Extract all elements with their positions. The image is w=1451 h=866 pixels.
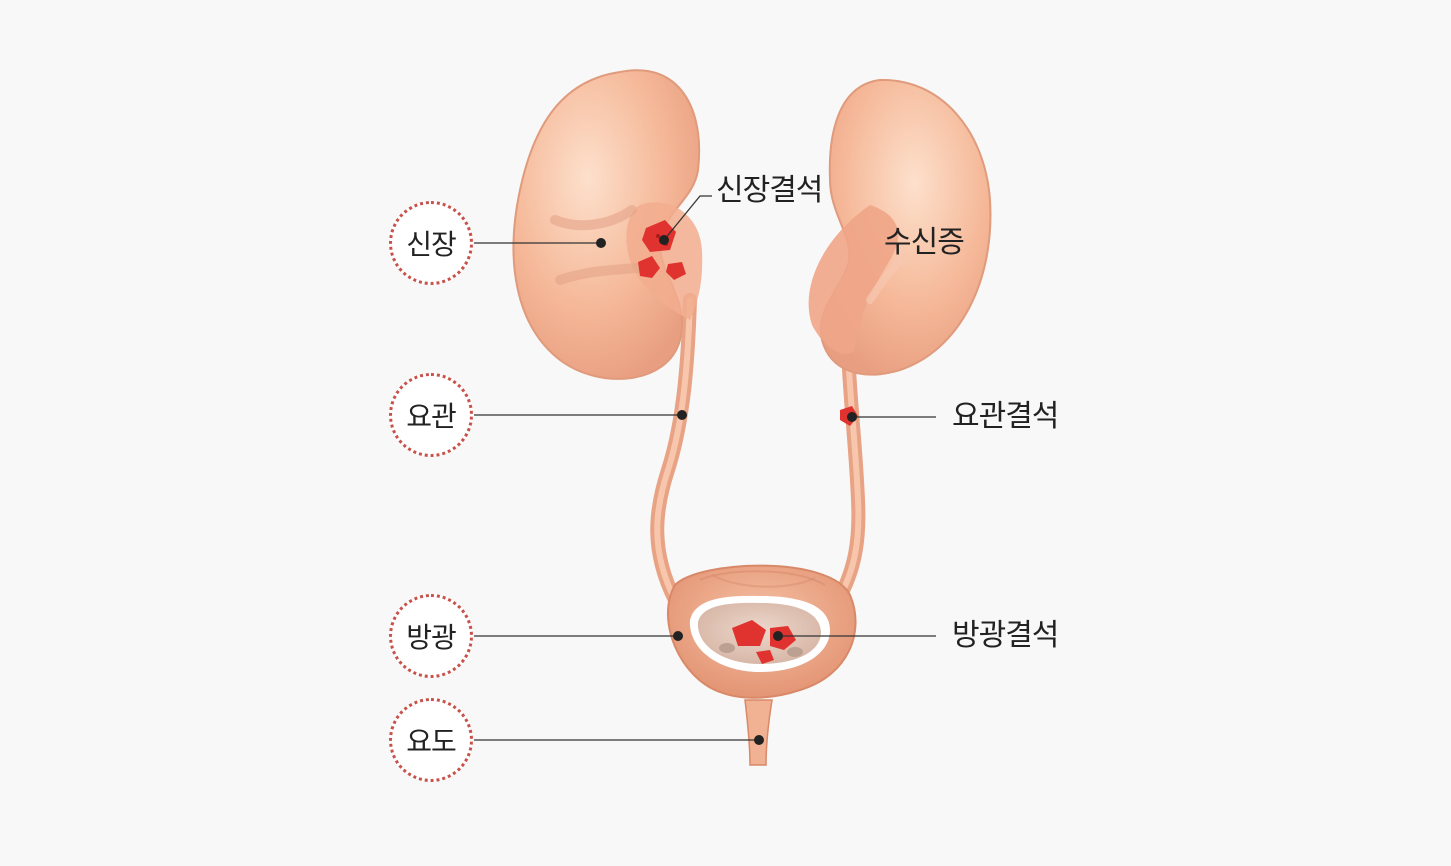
kidney-label-text: 신장: [406, 228, 457, 261]
bladder-label-text: 방광: [406, 621, 457, 654]
bladder-stone-label: 방광결석: [952, 618, 1059, 653]
ureter-stone-label: 요관결석: [952, 399, 1059, 434]
ureter-label: 요관: [389, 373, 473, 457]
urethra-label-text: 요도: [406, 725, 457, 758]
kidney-stones: [638, 220, 686, 280]
urethra-label: 요도: [389, 698, 473, 782]
leader-dots: [596, 235, 857, 745]
leader-lines: [474, 195, 936, 741]
bladder-label: 방광: [389, 594, 473, 678]
bladder: [666, 564, 857, 766]
right-dilated-pelvis: [808, 205, 899, 354]
bladder-stones: [732, 620, 766, 646]
kidney-stone-label: 신장결석: [716, 173, 823, 208]
urethra: [744, 699, 773, 766]
kidney-label: 신장: [389, 201, 473, 285]
hydronephrosis-label: 수신증: [884, 225, 965, 260]
ureter-label-text: 요관: [406, 400, 457, 433]
